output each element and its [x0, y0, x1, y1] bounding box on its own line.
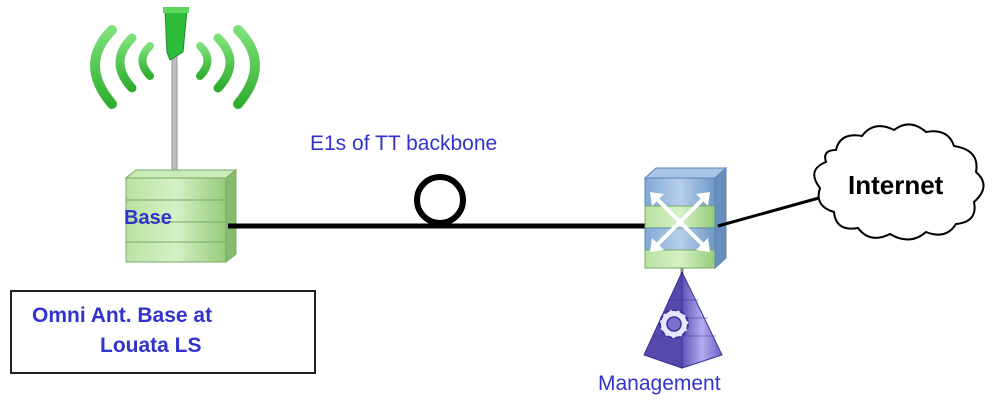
- switch-icon: [643, 166, 728, 270]
- fiber-loop-icon: [414, 174, 466, 226]
- management-pyramid-icon: [643, 271, 723, 369]
- cloud-icon: [813, 123, 985, 241]
- management-label: Management: [598, 372, 721, 395]
- gear-icon: [659, 309, 689, 339]
- internet-label: Internet: [848, 170, 944, 200]
- antenna-icon: [90, 7, 260, 181]
- info-box-line2: Louata LS: [100, 334, 202, 357]
- info-box-line1: Omni Ant. Base at: [32, 304, 213, 327]
- info-box: Omni Ant. Base at Louata LS: [10, 290, 316, 374]
- internet-link: [717, 194, 827, 228]
- base-label: Base: [124, 207, 172, 229]
- backbone-label: E1s of TT backbone: [310, 132, 498, 155]
- backbone-link: [228, 223, 653, 238]
- base-station-icon: [124, 168, 238, 264]
